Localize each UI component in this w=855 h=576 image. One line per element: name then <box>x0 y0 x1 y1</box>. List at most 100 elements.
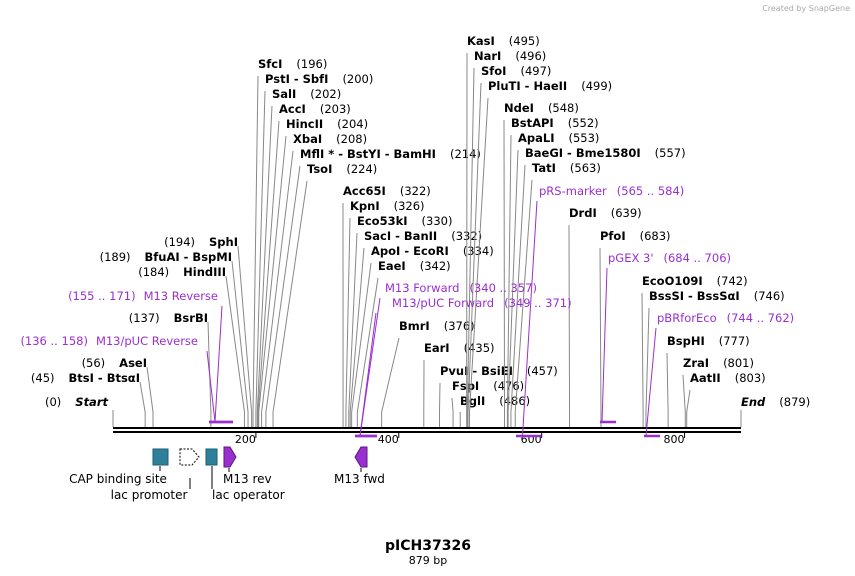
enzyme-position: (742) <box>717 274 748 288</box>
enzyme-position: (196) <box>296 57 327 71</box>
primers: (155 .. 171)M13 Reverse(136 .. 158)M13/p… <box>20 184 794 438</box>
primer-leader <box>645 327 657 437</box>
enzyme-position: (184) <box>138 265 169 279</box>
enzyme-position: (204) <box>337 117 368 131</box>
enzyme-label: (137)BsrBI <box>129 311 208 325</box>
enzyme-label: PfoI(683) <box>600 229 671 243</box>
enzyme-label: FspI(476) <box>452 379 524 393</box>
leader-line <box>256 105 273 413</box>
enzyme-position: (552) <box>568 116 599 130</box>
enzyme-label: NarI(496) <box>474 49 546 63</box>
enzyme-position: (326) <box>394 199 425 213</box>
start-label: (0)Start <box>45 395 109 409</box>
enzyme-name: SalI <box>272 87 296 101</box>
leader-line <box>139 381 146 413</box>
primer-name: M13/pUC Forward <box>392 296 494 310</box>
enzyme-name: SphI <box>209 235 238 249</box>
end-label: End(879) <box>741 395 810 409</box>
enzyme-name: HindIII <box>183 265 226 279</box>
lac-operator-feature <box>205 448 218 466</box>
enzyme-label: KpnI (326) <box>350 199 425 213</box>
lac-promoter-label: lac promoter <box>111 488 188 502</box>
enzyme-name: TatI <box>532 161 556 175</box>
enzyme-label: BstAPI(552) <box>511 116 599 130</box>
enzyme-site: EarI(435) <box>423 341 495 427</box>
primer-label: M13 Forward(340 .. 357) <box>385 281 537 295</box>
leader-line <box>345 217 351 413</box>
leader-line <box>686 389 691 413</box>
enzyme-position: (137) <box>129 311 160 325</box>
enzyme-site: (189)BfuAI - BspMI <box>100 250 249 427</box>
leader-line <box>514 179 533 413</box>
leader-line <box>451 397 454 413</box>
enzyme-label: ZraI (801) <box>683 356 754 370</box>
leader-line <box>645 307 650 413</box>
enzyme-position: (194) <box>164 235 195 249</box>
enzyme-label: BssSI - BssSαI(746) <box>649 289 785 303</box>
tick-label: 800 <box>664 433 685 446</box>
leader-line <box>641 292 644 413</box>
end-position: (879) <box>779 395 810 409</box>
enzyme-position: (214) <box>450 147 481 161</box>
enzyme-position: (801) <box>723 356 754 370</box>
enzyme-name: AccI <box>279 102 306 116</box>
enzyme-name: Acc65I <box>343 184 386 198</box>
leader-line <box>146 366 154 413</box>
enzyme-name: ZraI <box>683 356 709 370</box>
enzyme-position: (563) <box>570 161 601 175</box>
enzyme-site: TsoI(224) <box>272 162 377 427</box>
primer-range: (565 .. 584) <box>617 184 685 198</box>
enzyme-label: ApaLI(553) <box>518 131 599 145</box>
enzyme-position: (342) <box>420 259 451 273</box>
snapgene-credit: Created by SnapGene <box>762 4 850 13</box>
enzyme-name: KpnI <box>350 199 380 213</box>
leader-line <box>351 262 372 413</box>
enzyme-name: BglI <box>460 394 485 408</box>
lac-promoter-feature <box>179 448 200 466</box>
leader-line <box>252 75 259 413</box>
enzyme-site: DrdI(639) <box>568 206 642 427</box>
enzyme-site: KasI(495) <box>466 34 540 427</box>
leader-line <box>255 90 266 413</box>
sequence-length: 879 bp <box>409 554 447 567</box>
enzyme-position: (496) <box>515 49 546 63</box>
enzyme-label: BaeGI - Bme1580I(557) <box>525 146 686 160</box>
enzyme-name: PstI - SbfI <box>265 72 328 86</box>
leader-line <box>237 245 253 413</box>
enzyme-label: EcoO109I(742) <box>642 274 748 288</box>
enzyme-position: (330) <box>422 214 453 228</box>
enzyme-label: KasI(495) <box>467 34 540 48</box>
enzyme-label: (194) SphI <box>164 235 238 249</box>
enzyme-label: BmrI(376) <box>399 319 475 333</box>
enzyme-position: (557) <box>655 146 686 160</box>
enzyme-site: (45)BtsI - BtsαI <box>31 371 146 427</box>
enzyme-position: (322) <box>400 184 431 198</box>
enzyme-position: (495) <box>509 34 540 48</box>
primer-range: (155 .. 171) <box>68 289 136 303</box>
enzyme-position: (803) <box>735 371 766 385</box>
enzyme-position: (200) <box>342 72 373 86</box>
m13-fwd-feature <box>354 446 368 468</box>
enzyme-position: (435) <box>464 341 495 355</box>
m13-fwd-label: M13 fwd <box>334 472 385 486</box>
leader-line <box>231 260 249 413</box>
enzyme-site: EaeI(342) <box>356 259 451 427</box>
enzyme-label: (45)BtsI - BtsαI <box>31 371 140 385</box>
enzyme-name: PfoI <box>600 229 626 243</box>
enzyme-label: SfoI(497) <box>481 64 551 78</box>
m13-rev-label: M13 rev <box>223 472 272 486</box>
enzyme-site: BssSI - BssSαI(746) <box>645 289 785 427</box>
enzyme-label: XbaI(208) <box>293 132 367 146</box>
primer-name: M13 Forward <box>385 281 459 295</box>
enzyme-position: (376) <box>444 319 475 333</box>
primer-name: pRS-marker <box>539 184 607 198</box>
leader-line <box>467 82 482 413</box>
primer: M13 Forward(340 .. 357) <box>355 281 537 438</box>
start-name: Start <box>75 395 108 409</box>
enzyme-label: TsoI(224) <box>307 162 377 176</box>
primer-label: pGEX 3'(684 .. 706) <box>608 251 731 265</box>
enzyme-label: DrdI(639) <box>569 206 642 220</box>
cap-binding-site-feature <box>152 448 169 466</box>
enzyme-position: (499) <box>581 79 612 93</box>
